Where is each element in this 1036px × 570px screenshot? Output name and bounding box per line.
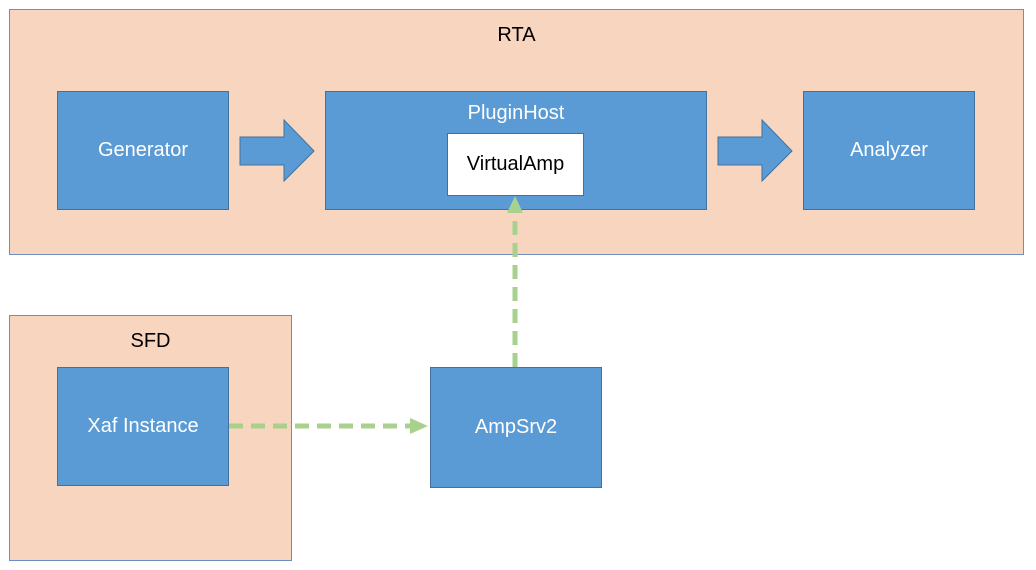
dashed-arrowhead-xaf-to-ampsrv2	[410, 418, 428, 434]
virtual-amp-label: VirtualAmp	[466, 153, 565, 175]
rta-title: RTA	[497, 24, 536, 46]
sfd-title: SFD	[130, 330, 171, 352]
generator-label: Generator	[97, 139, 189, 161]
xaf-instance-block: Xaf Instance	[57, 367, 229, 486]
ampsrv2-block: AmpSrv2	[430, 367, 602, 488]
virtual-amp-box: VirtualAmp	[447, 133, 584, 196]
plugin-host-block: PluginHost VirtualAmp	[325, 91, 707, 210]
xaf-instance-label: Xaf Instance	[87, 415, 199, 437]
generator-block: Generator	[57, 91, 229, 210]
sfd-container: SFD	[9, 315, 292, 561]
analyzer-block: Analyzer	[803, 91, 975, 210]
ampsrv2-label: AmpSrv2	[474, 416, 558, 438]
plugin-host-label: PluginHost	[467, 102, 565, 124]
analyzer-label: Analyzer	[850, 139, 928, 161]
